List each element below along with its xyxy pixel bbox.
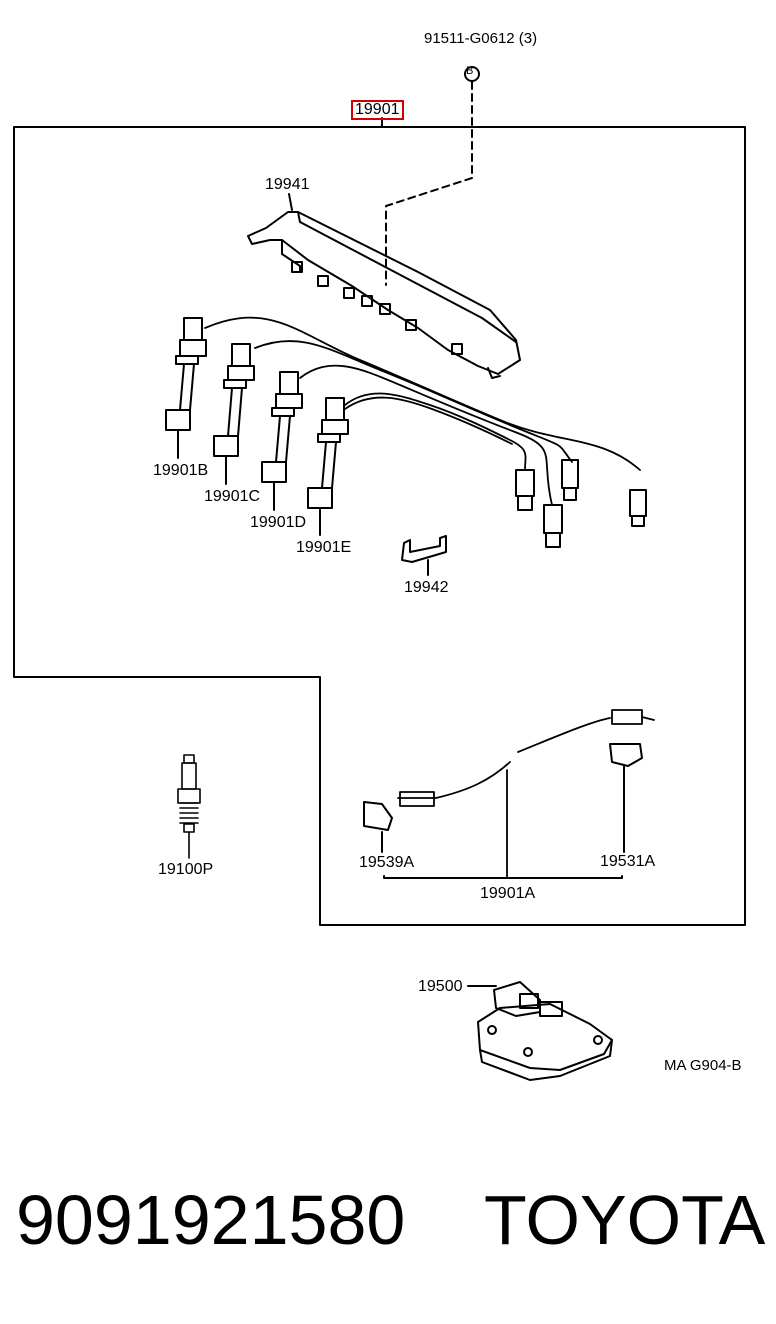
boot-left-part-label[interactable]: 19539A <box>359 854 415 871</box>
boot-right-drawing <box>609 743 643 767</box>
holder-part-label[interactable]: 19941 <box>265 176 310 193</box>
plug-cord-b-drawing <box>165 317 207 459</box>
coil-connectors-drawing <box>515 459 647 548</box>
cord-b-part-label[interactable]: 19901B <box>153 462 209 479</box>
cord-e-part-label[interactable]: 19901E <box>296 539 352 556</box>
bolt-marker-letter: B <box>466 65 474 77</box>
plug-cord-d-drawing <box>261 371 303 511</box>
ignition-cords-bundle <box>204 316 641 506</box>
plug-cord-c-drawing <box>213 343 255 485</box>
assembly-highlight-label[interactable]: 19901 <box>351 100 404 120</box>
spark-plug-part-label[interactable]: 19100P <box>158 861 214 878</box>
clamp-drawing <box>401 535 447 563</box>
footer-brand: TOYOTA <box>484 1181 766 1259</box>
boot-right-part-label[interactable]: 19531A <box>600 853 656 870</box>
footer-part-number: 9091921580 <box>16 1181 406 1259</box>
clamp-part-label[interactable]: 19942 <box>404 579 449 596</box>
assembly-outline <box>13 117 746 926</box>
ignition-coil-drawing <box>467 981 613 1081</box>
spark-plug-drawing <box>177 754 201 859</box>
boot-left-drawing <box>363 801 393 831</box>
plug-cord-e-drawing <box>307 397 349 536</box>
cord-a-part-label[interactable]: 19901A <box>480 885 536 902</box>
coil-part-label[interactable]: 19500 <box>418 978 463 995</box>
drawing-code: MA G904-B <box>664 1057 742 1074</box>
coil-cord-a-drawing <box>397 709 655 879</box>
cord-d-part-label[interactable]: 19901D <box>250 514 307 531</box>
cord-c-part-label[interactable]: 19901C <box>204 488 261 505</box>
cord-holder-drawing <box>247 211 521 379</box>
bolt-part-label: 91511-G0612 (3) <box>424 30 538 47</box>
